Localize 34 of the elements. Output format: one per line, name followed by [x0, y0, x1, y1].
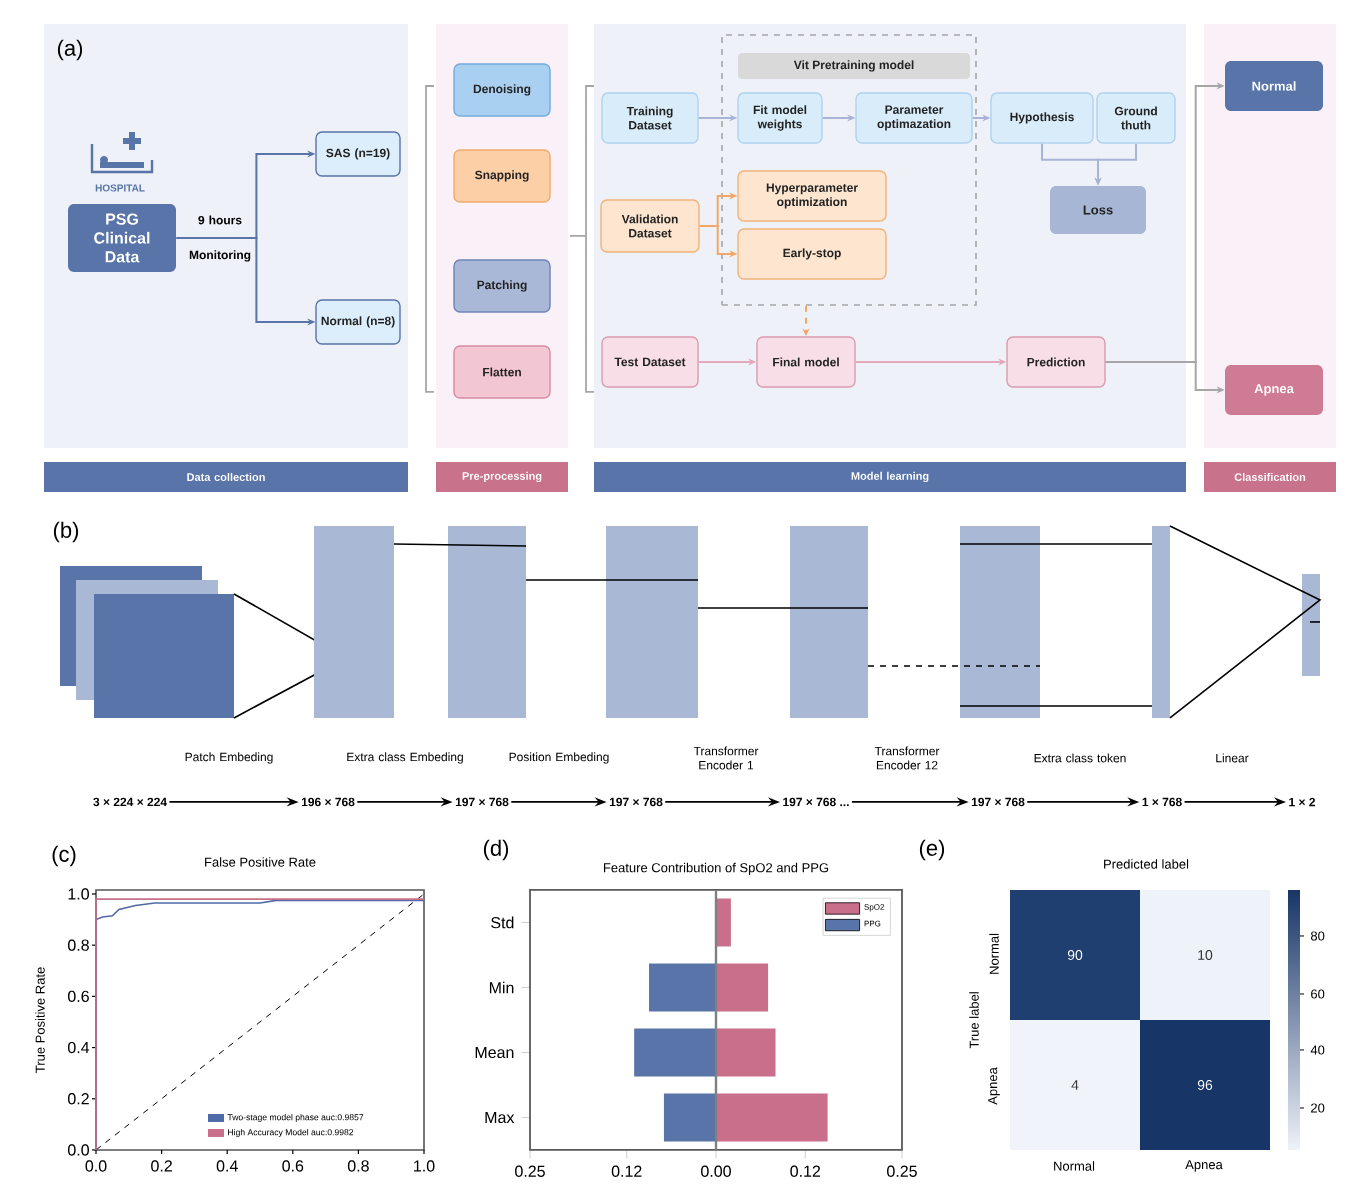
bar	[663, 1093, 716, 1142]
y-tick-label: Max	[485, 1111, 515, 1124]
y-tick-label: Mean	[475, 1046, 514, 1059]
tick-label: 1.0	[68, 888, 89, 900]
x-tick-label: 0.12	[611, 1165, 642, 1177]
panel-label: (a)	[57, 39, 83, 61]
tick-label: 0.6	[68, 990, 89, 1003]
tick-label: 0.8	[68, 939, 89, 951]
bar	[716, 1028, 776, 1077]
x-tick-label: 0.12	[790, 1165, 821, 1177]
bar	[634, 1028, 716, 1077]
panel-label: (c)	[52, 845, 76, 867]
tick-label: 0.4	[216, 1160, 238, 1172]
bar	[716, 1093, 828, 1142]
data-box: PSG Clinical Data	[68, 204, 176, 272]
bar	[716, 963, 769, 1012]
tick-label: 0.0	[68, 1144, 89, 1156]
panel-label: (b)	[53, 521, 79, 543]
x-tick-label: 0.25	[887, 1165, 917, 1177]
tick-label: 0.8	[347, 1160, 369, 1172]
x-tick-label: 0.00	[701, 1165, 731, 1177]
tick-label: 0.0	[85, 1160, 107, 1172]
y-tick-label: Min	[489, 981, 514, 994]
tick-label: 0.4	[68, 1041, 90, 1054]
tick-label: 0.2	[151, 1160, 172, 1172]
x-tick-label: 0.25	[515, 1165, 545, 1177]
panel-label: (d)	[483, 839, 509, 861]
tick-label: 1.0	[414, 1160, 435, 1172]
tick-label: 0.2	[68, 1093, 89, 1105]
bar	[649, 963, 716, 1012]
y-tick-label: Std	[491, 916, 514, 929]
bar	[716, 898, 731, 947]
panel-label: (e)	[919, 839, 945, 861]
tick-label: 0.6	[282, 1160, 304, 1172]
